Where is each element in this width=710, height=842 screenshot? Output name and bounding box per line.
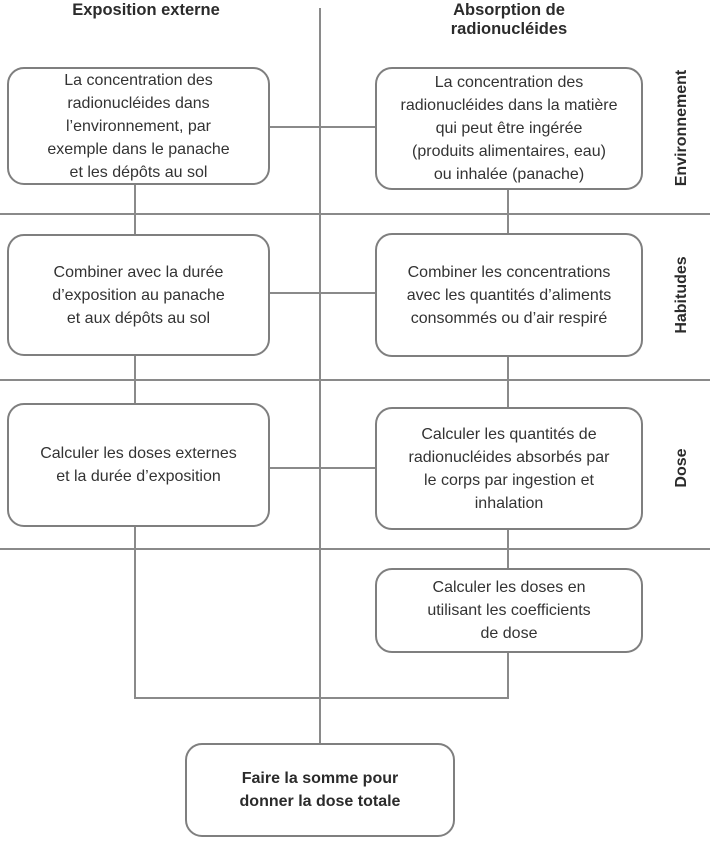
box-total-dose-sum: Faire la somme pour donner la dose total…: [185, 743, 455, 837]
section-divider-dose-coefficients: [0, 548, 710, 550]
row-label-habits: Habitudes: [673, 256, 690, 334]
box-right-dose-calculate: Calculer les quantités de radionucléides…: [375, 407, 643, 530]
section-divider-habits-dose: [0, 379, 710, 381]
connector-left-env-to-habits: [134, 185, 136, 235]
connector-row2-horizontal: [270, 292, 375, 294]
box-left-habits-combine: Combiner avec la durée d’exposition au p…: [7, 234, 270, 356]
column-header-external-exposure: Exposition externe: [72, 1, 220, 19]
connector-right-env-to-habits: [507, 190, 509, 235]
connector-right-coefficients-down: [507, 653, 509, 699]
box-left-dose-calculate: Calculer les doses externes et la durée …: [7, 403, 270, 527]
box-right-dose-coefficients: Calculer les doses en utilisant les coef…: [375, 568, 643, 653]
box-right-habits-combine: Combiner les concentrations avec les qua…: [375, 233, 643, 357]
section-divider-environment-habits: [0, 213, 710, 215]
connector-row1-horizontal: [270, 126, 375, 128]
center-spine-line: [319, 8, 321, 745]
connector-right-dose-to-coefficients: [507, 530, 509, 570]
row-label-environment: Environnement: [673, 69, 690, 187]
box-right-environment-concentration: La concentration des radionucléides dans…: [375, 67, 643, 190]
connector-right-habits-to-dose: [507, 357, 509, 409]
connector-bottom-collector: [134, 697, 509, 699]
box-left-environment-concentration: La concentration des radionucléides dans…: [7, 67, 270, 185]
connector-row3-horizontal: [270, 467, 375, 469]
column-header-radionuclide-absorption: Absorption de radionucléides: [450, 1, 568, 38]
connector-left-habits-to-dose: [134, 356, 136, 405]
row-label-dose: Dose: [673, 448, 690, 488]
connector-left-dose-down: [134, 527, 136, 699]
